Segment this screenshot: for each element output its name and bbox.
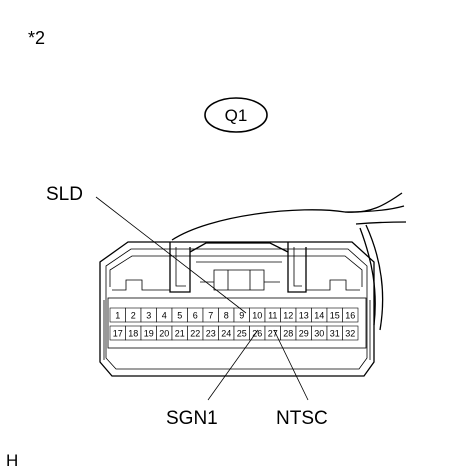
pin-number: 29 bbox=[299, 329, 309, 339]
pin-number: 22 bbox=[190, 329, 200, 339]
pin-number: 31 bbox=[330, 329, 340, 339]
pin-number: 28 bbox=[283, 329, 293, 339]
callout-sld: SLD bbox=[46, 184, 83, 205]
pin-number: 20 bbox=[159, 329, 169, 339]
pin-number: 17 bbox=[113, 329, 123, 339]
callout-lines bbox=[95, 196, 309, 401]
pin-cell bbox=[342, 325, 359, 341]
callout-line-sld bbox=[95, 196, 247, 314]
wire-harness bbox=[171, 192, 407, 331]
connector-housing bbox=[99, 241, 375, 377]
pin-cell bbox=[342, 307, 359, 323]
pin-number: 23 bbox=[206, 329, 216, 339]
pin-number: 30 bbox=[314, 329, 324, 339]
pin-number: 25 bbox=[237, 329, 247, 339]
pin-number: 10 bbox=[252, 311, 262, 321]
pin-number: 18 bbox=[128, 329, 138, 339]
pin-number: 16 bbox=[345, 311, 355, 321]
pin-number: 9 bbox=[239, 311, 244, 321]
pin-number: 5 bbox=[177, 311, 182, 321]
pin-number: 6 bbox=[193, 311, 198, 321]
pin-number: 14 bbox=[314, 311, 324, 321]
pin-number: 15 bbox=[330, 311, 340, 321]
callout-line-ntsc bbox=[273, 329, 309, 401]
pin-number: 19 bbox=[144, 329, 154, 339]
callout-ntsc: NTSC bbox=[276, 408, 328, 429]
pin-number: 8 bbox=[224, 311, 229, 321]
pin-number: 1 bbox=[115, 311, 120, 321]
pin-number: 24 bbox=[221, 329, 231, 339]
pin-number: 2 bbox=[131, 311, 136, 321]
note-ref: *2 bbox=[28, 28, 45, 48]
pin-number: 12 bbox=[283, 311, 293, 321]
pin-number: 11 bbox=[268, 311, 277, 321]
pin-number: 21 bbox=[175, 329, 185, 339]
callout-sgn1: SGN1 bbox=[166, 408, 218, 429]
view-marker: H bbox=[6, 451, 18, 470]
connector-id-badge: Q1 bbox=[204, 97, 268, 133]
pin-number: 13 bbox=[299, 311, 309, 321]
pin-number: 27 bbox=[268, 329, 278, 339]
pin-number: 32 bbox=[345, 329, 355, 339]
pin-number: 3 bbox=[146, 311, 151, 321]
pin-number: 7 bbox=[208, 311, 213, 321]
pin-number: 4 bbox=[162, 311, 167, 321]
pin-number: 26 bbox=[252, 329, 262, 339]
connector-id-label: Q1 bbox=[225, 106, 248, 125]
callout-line-sgn1 bbox=[207, 329, 259, 401]
